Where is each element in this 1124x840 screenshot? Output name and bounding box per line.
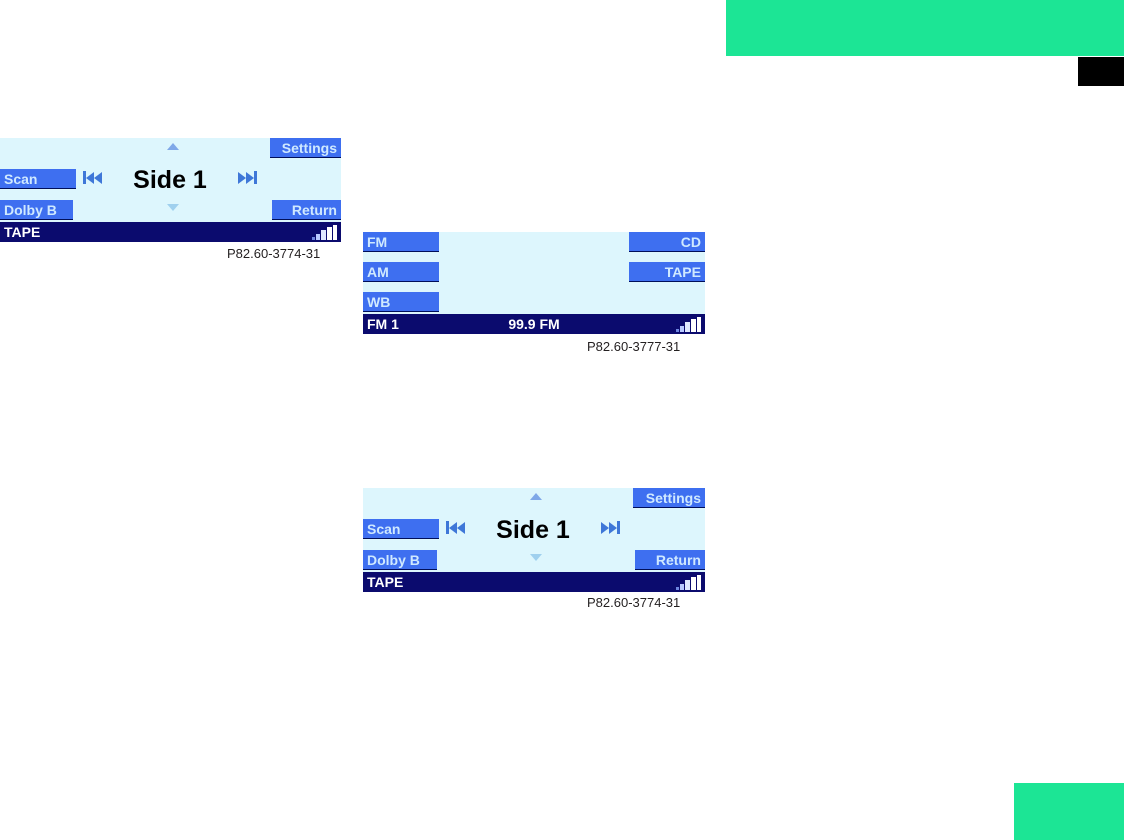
skip-back-bar [83, 171, 86, 184]
audio-level-icon [676, 317, 701, 332]
audio-level-icon [676, 575, 701, 590]
status-bar: FM 1 99.9 FM [363, 314, 705, 334]
triangle-down-icon[interactable] [167, 204, 179, 211]
level-bar-5 [697, 575, 701, 590]
level-bar-1 [676, 329, 679, 332]
source-menu-display: FM CD AM TAPE WB FM 1 99.9 FM [363, 232, 705, 334]
level-bar-3 [321, 230, 326, 240]
footer-green-bar [1014, 783, 1124, 840]
tape-display-left: Settings Scan Side 1 Dolby B Return TAPE [0, 138, 341, 242]
settings-button[interactable]: Settings [270, 138, 341, 158]
level-bar-4 [327, 227, 332, 240]
return-button[interactable]: Return [272, 200, 341, 220]
skip-back-triangle-2 [457, 521, 465, 534]
triangle-down-icon[interactable] [530, 554, 542, 561]
skip-forward-triangle-1 [238, 171, 246, 184]
am-button[interactable]: AM [363, 262, 439, 282]
page-title: Side 1 [133, 166, 207, 194]
skip-back-bar [446, 521, 449, 534]
status-preset-label: FM 1 [367, 316, 399, 332]
skip-forward-bar [617, 521, 620, 534]
triangle-up-icon[interactable] [530, 493, 542, 500]
scan-button[interactable]: Scan [0, 169, 76, 189]
dolby-b-button[interactable]: Dolby B [363, 550, 437, 570]
status-bar: TAPE [0, 222, 341, 242]
settings-button[interactable]: Settings [633, 488, 705, 508]
skip-back-triangle-2 [94, 171, 102, 184]
status-source-label: TAPE [367, 574, 404, 590]
scan-button[interactable]: Scan [363, 519, 439, 539]
figure-caption-2: P82.60-3777-31 [587, 339, 681, 354]
cd-button[interactable]: CD [629, 232, 705, 252]
skip-forward-icon[interactable] [238, 171, 257, 184]
audio-level-icon [312, 225, 337, 240]
skip-forward-triangle-2 [609, 521, 617, 534]
header-green-bar [726, 0, 1124, 56]
skip-back-triangle-1 [86, 171, 94, 184]
level-bar-3 [685, 580, 690, 590]
skip-back-triangle-1 [449, 521, 457, 534]
fm-button[interactable]: FM [363, 232, 439, 252]
status-station-label: 99.9 FM [508, 316, 560, 332]
level-bar-2 [680, 326, 684, 332]
skip-back-icon[interactable] [83, 171, 102, 184]
level-bar-1 [676, 587, 679, 590]
return-button[interactable]: Return [635, 550, 705, 570]
skip-forward-icon[interactable] [601, 521, 620, 534]
level-bar-1 [312, 237, 315, 240]
level-bar-5 [697, 317, 701, 332]
level-bar-2 [316, 234, 320, 240]
level-bar-5 [333, 225, 337, 240]
triangle-up-icon[interactable] [167, 143, 179, 150]
level-bar-3 [685, 322, 690, 332]
skip-forward-bar [254, 171, 257, 184]
header-black-tab [1078, 57, 1124, 86]
skip-forward-triangle-2 [246, 171, 254, 184]
dolby-b-button[interactable]: Dolby B [0, 200, 73, 220]
level-bar-4 [691, 319, 696, 332]
tape-display-center: Settings Scan Side 1 Dolby B Return TAPE [363, 488, 705, 592]
status-bar: TAPE [363, 572, 705, 592]
skip-back-icon[interactable] [446, 521, 465, 534]
skip-forward-triangle-1 [601, 521, 609, 534]
page-title: Side 1 [496, 516, 570, 544]
figure-caption-1: P82.60-3774-31 [227, 246, 321, 261]
wb-button[interactable]: WB [363, 292, 439, 312]
tape-button[interactable]: TAPE [629, 262, 705, 282]
figure-caption-3: P82.60-3774-31 [587, 595, 681, 610]
status-source-label: TAPE [4, 224, 41, 240]
level-bar-2 [680, 584, 684, 590]
level-bar-4 [691, 577, 696, 590]
